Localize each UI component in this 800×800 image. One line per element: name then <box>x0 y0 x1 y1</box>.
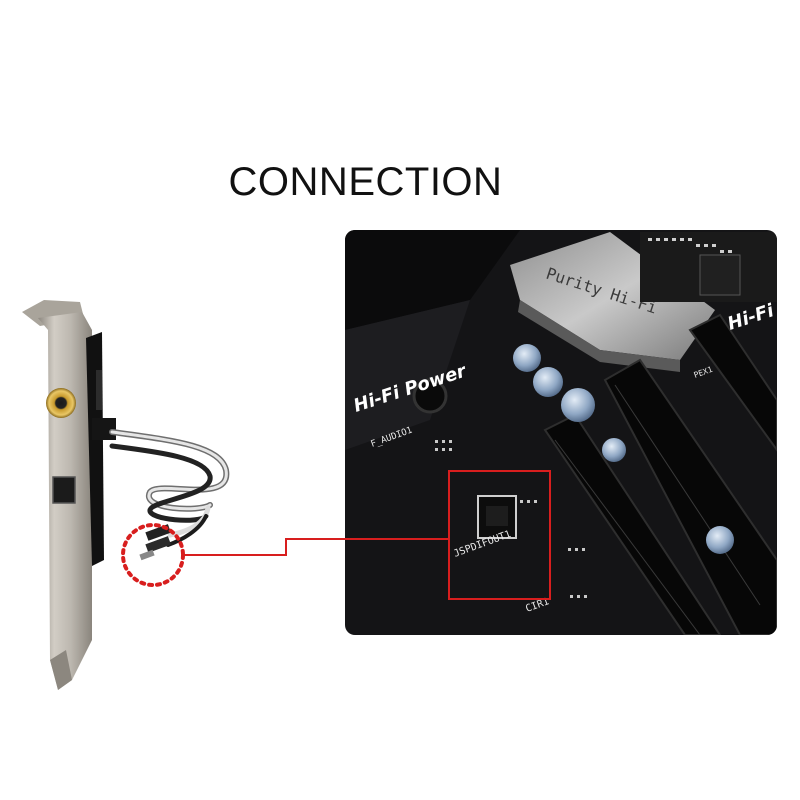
header-highlight-box <box>448 470 551 600</box>
leader-line <box>182 538 449 556</box>
capacitor <box>513 344 734 554</box>
optical-port-icon <box>52 476 76 504</box>
spdif-bracket <box>22 300 116 690</box>
page-title: CONNECTION <box>228 160 503 204</box>
coaxial-jack-icon <box>46 388 76 418</box>
motherboard-photo: Purity Hi-Fi <box>345 230 777 635</box>
cable <box>109 429 230 547</box>
